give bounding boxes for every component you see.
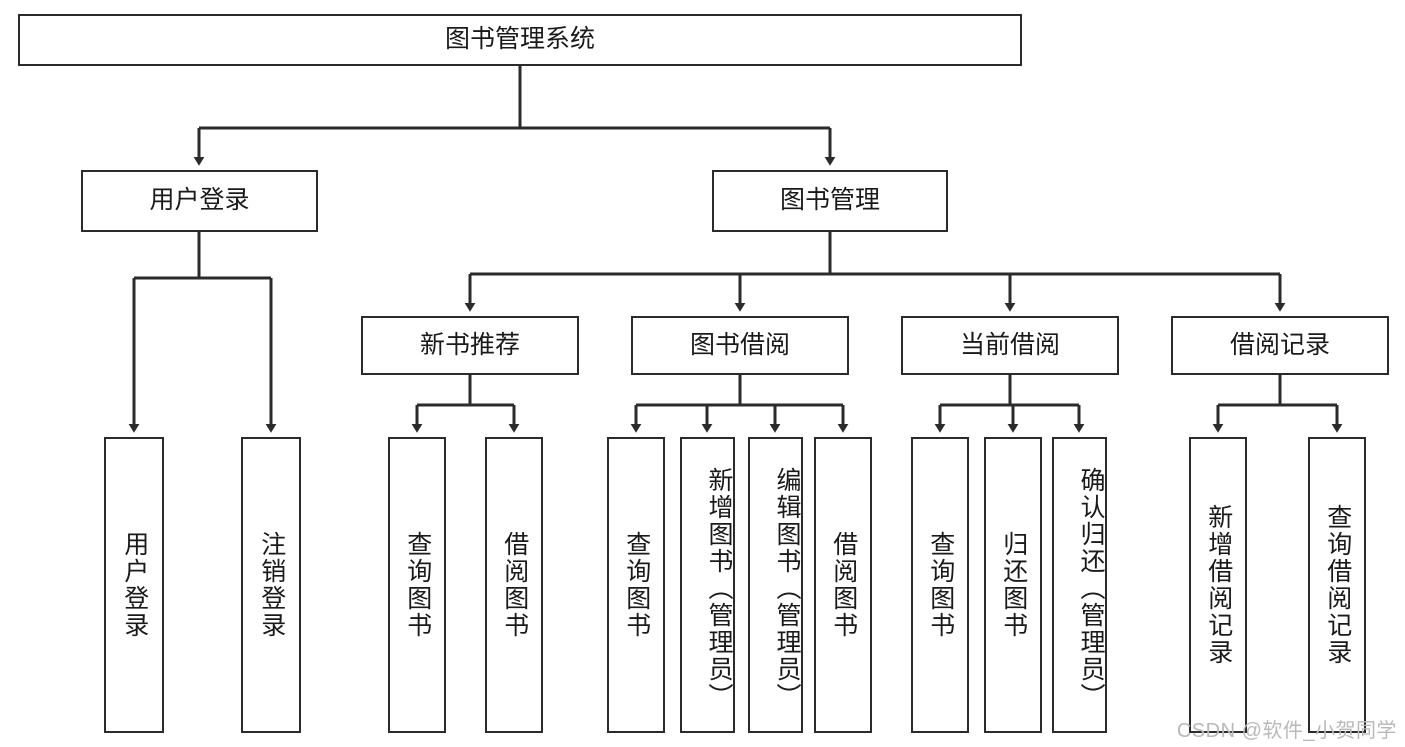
node-leaf-logout-login[interactable]: 注销登录	[241, 437, 301, 733]
node-leaf-query-book-2[interactable]: 查询图书	[607, 437, 665, 733]
node-leaf-add-book-admin[interactable]: 新增图书（管理员）	[680, 437, 735, 733]
node-leaf-query-book-3[interactable]: 查询图书	[911, 437, 969, 733]
node-leaf-borrow-book-1[interactable]: 借阅图书	[485, 437, 543, 733]
node-leaf-confirm-return-admin[interactable]: 确认归还（管理员）	[1052, 437, 1107, 733]
node-book-borrow[interactable]: 图书借阅	[631, 316, 849, 375]
node-leaf-query-book-1[interactable]: 查询图书	[388, 437, 446, 733]
csdn-watermark: CSDN @软件_小贺同学	[1176, 720, 1397, 742]
node-user-login[interactable]: 用户登录	[81, 170, 318, 232]
node-root-system[interactable]: 图书管理系统	[18, 14, 1022, 66]
node-leaf-edit-book-admin[interactable]: 编辑图书（管理员）	[748, 437, 803, 733]
node-leaf-user-login[interactable]: 用户登录	[104, 437, 164, 733]
node-new-book-recommend[interactable]: 新书推荐	[361, 316, 579, 375]
node-book-management[interactable]: 图书管理	[712, 170, 948, 232]
node-leaf-borrow-book-2[interactable]: 借阅图书	[814, 437, 872, 733]
node-leaf-add-borrow-record[interactable]: 新增借阅记录	[1189, 437, 1247, 733]
node-borrow-record[interactable]: 借阅记录	[1171, 316, 1389, 375]
node-leaf-query-borrow-record[interactable]: 查询借阅记录	[1308, 437, 1366, 733]
node-leaf-return-book[interactable]: 归还图书	[984, 437, 1042, 733]
node-current-borrow[interactable]: 当前借阅	[901, 316, 1119, 375]
